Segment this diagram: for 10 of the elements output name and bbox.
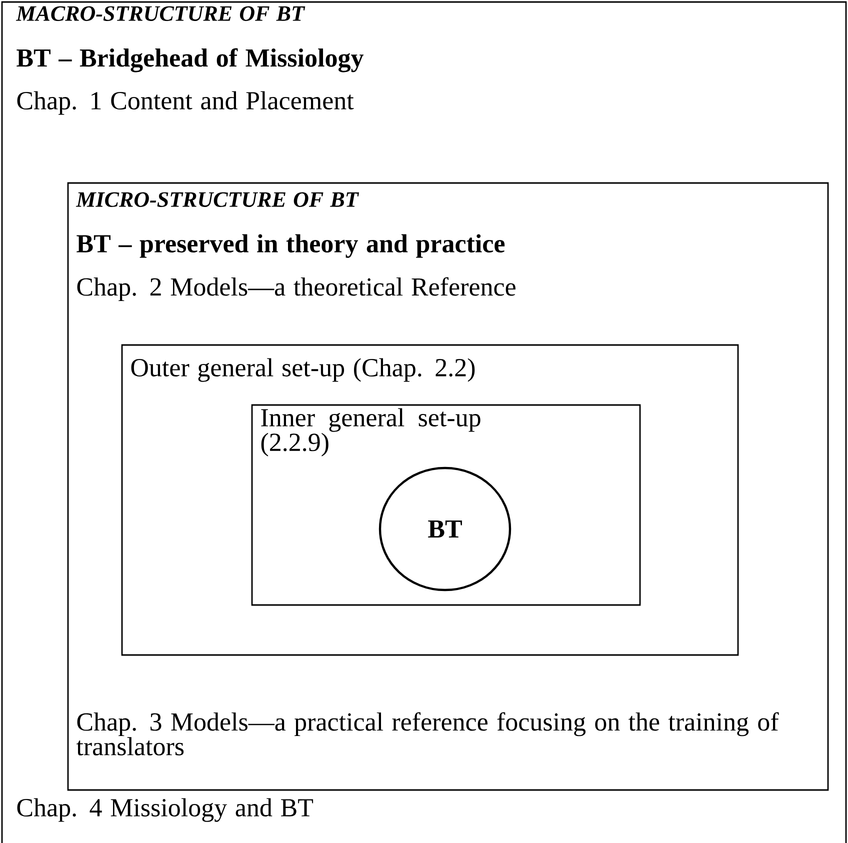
chapter-label: Chap. 3 Models—a practical reference focusing on the training of translators (76, 712, 779, 756)
box-label: Inner general set-up (2.2.9) (261, 408, 480, 456)
section-heading: MACRO-STRUCTURE OF BT (16, 6, 306, 21)
chapter-label: Chap. 4 Missiology and BT (17, 798, 314, 822)
chapter-label: Chap. 1 Content and Placement (17, 91, 354, 115)
bold-heading: BT – preserved in theory and practice (76, 234, 505, 258)
section-heading: MICRO-STRUCTURE OF BT (76, 192, 360, 207)
box-label: Outer general set-up (Chap. 2.2) (131, 358, 475, 382)
bold-heading: BT – Bridgehead of Missiology (16, 48, 364, 72)
chapter-label: Chap. 2 Models—a theoretical Reference (77, 277, 516, 302)
